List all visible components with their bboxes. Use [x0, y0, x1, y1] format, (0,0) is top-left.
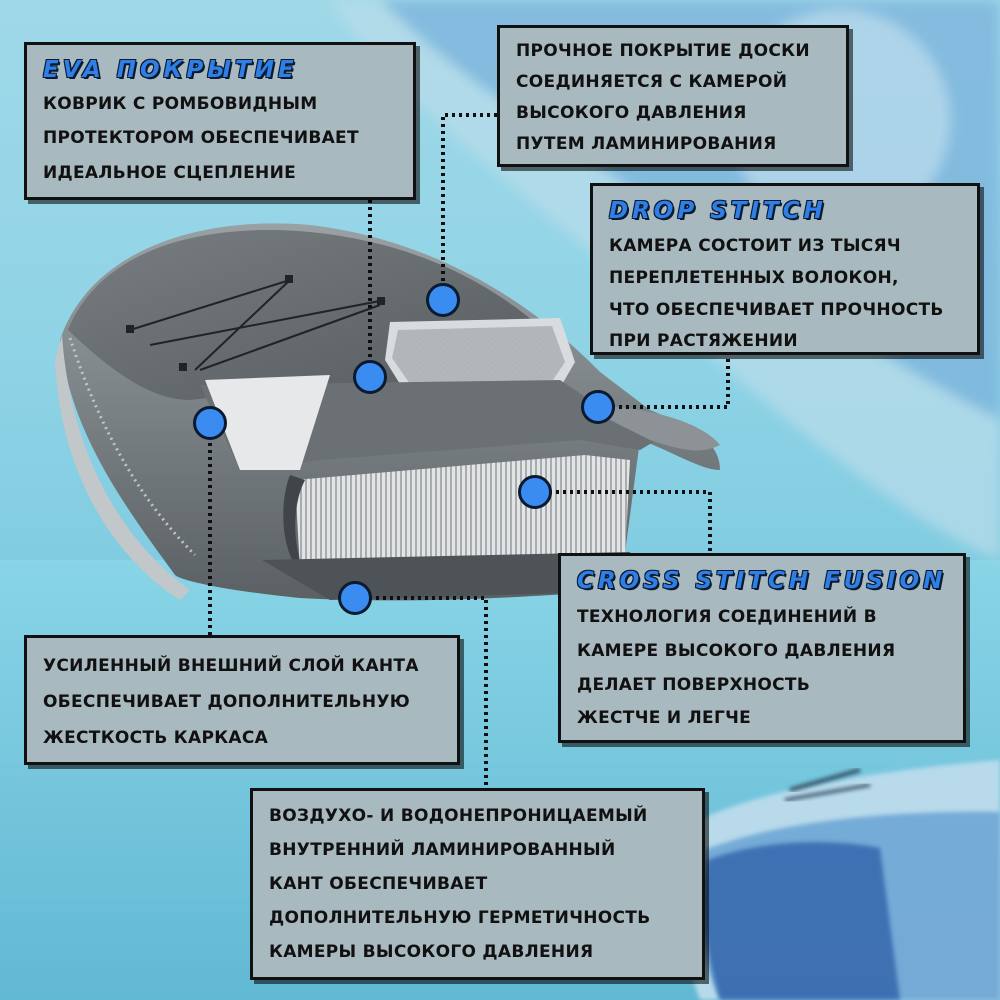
callout-rail-line: УСИЛЕННЫЙ ВНЕШНИЙ СЛОЙ КАНТА — [43, 656, 419, 676]
leader-cross-stitch — [535, 490, 712, 555]
callout-cross-stitch: Cross stitch fusion ТЕХНОЛОГИЯ СОЕДИНЕНИ… — [558, 553, 966, 743]
callout-eva-line: ПРОТЕКТОРОМ ОБЕСПЕЧИВАЕТ — [43, 128, 359, 148]
board-deck-edge — [68, 337, 197, 557]
callout-drop-stitch-line: ПЕРЕПЛЕТЕННЫХ ВОЛОКОН, — [609, 268, 899, 288]
callout-eva-line: КОВРИК С РОМБОВИДНЫМ — [43, 94, 318, 114]
callout-laminate-line: СОЕДИНЯЕТСЯ С КАМЕРОЙ — [516, 72, 788, 92]
callout-inner-rail: ВОЗДУХО- И ВОДОНЕПРОНИЦАЕМЫЙ ВНУТРЕННИЙ … — [250, 788, 705, 980]
callout-inner-rail-line: КАМЕРЫ ВЫСОКОГО ДАВЛЕНИЯ — [269, 942, 594, 962]
callout-drop-stitch: Drop stitch КАМЕРА СОСТОИТ ИЗ ТЫСЯЧ ПЕРЕ… — [590, 183, 980, 355]
marker-rail — [193, 406, 227, 440]
callout-rail: УСИЛЕННЫЙ ВНЕШНИЙ СЛОЙ КАНТА ОБЕСПЕЧИВАЕ… — [24, 635, 460, 765]
bungee-cords — [126, 275, 386, 371]
background-board-bottom — [685, 760, 1000, 1000]
callout-rail-line: ОБЕСПЕЧИВАЕТ ДОПОЛНИТЕЛЬНУЮ — [43, 692, 411, 712]
leader-drop-stitch — [598, 355, 730, 409]
callout-inner-rail-line: ВНУТРЕННИЙ ЛАМИНИРОВАННЫЙ — [269, 840, 616, 860]
callout-drop-stitch-title: Drop stitch — [609, 198, 827, 224]
callout-cross-stitch-title: Cross stitch fusion — [577, 568, 947, 594]
callout-cross-stitch-line: ДЕЛАЕТ ПОВЕРХНОСТЬ — [577, 675, 811, 695]
callout-eva-line: ИДЕАЛЬНОЕ СЦЕПЛЕНИЕ — [43, 163, 297, 183]
marker-cross-stitch — [518, 475, 552, 509]
callout-cross-stitch-line: ЖЕСТЧЕ И ЛЕГЧЕ — [577, 708, 752, 728]
callout-eva-title: EVA покрытие — [43, 57, 298, 83]
callout-inner-rail-line: ДОПОЛНИТЕЛЬНУЮ ГЕРМЕТИЧНОСТЬ — [269, 908, 651, 928]
callout-eva: EVA покрытие КОВРИК С РОМБОВИДНЫМ ПРОТЕК… — [24, 42, 416, 200]
callout-drop-stitch-line: КАМЕРА СОСТОИТ ИЗ ТЫСЯЧ — [609, 236, 901, 256]
callout-drop-stitch-line: ПРИ РАСТЯЖЕНИИ — [609, 331, 798, 351]
marker-inner-rail — [338, 581, 372, 615]
callout-inner-rail-line: КАНТ ОБЕСПЕЧИВАЕТ — [269, 874, 488, 894]
marker-laminate — [426, 283, 460, 317]
callout-laminate-line: ПРОЧНОЕ ПОКРЫТИЕ ДОСКИ — [516, 41, 810, 61]
board-rail-flare — [580, 405, 720, 451]
marker-drop-stitch — [581, 390, 615, 424]
leader-inner-rail — [355, 596, 488, 790]
leader-laminate — [441, 113, 497, 298]
callout-drop-stitch-line: ЧТО ОБЕСПЕЧИВАЕТ ПРОЧНОСТЬ — [609, 300, 944, 320]
eva-pad-inner — [392, 326, 565, 384]
callout-inner-rail-line: ВОЗДУХО- И ВОДОНЕПРОНИЦАЕМЫЙ — [269, 806, 648, 826]
board-side-rail-nose — [55, 335, 190, 600]
marker-eva — [353, 360, 387, 394]
callout-laminate: ПРОЧНОЕ ПОКРЫТИЕ ДОСКИ СОЕДИНЯЕТСЯ С КАМ… — [497, 25, 849, 167]
callout-cross-stitch-line: КАМЕРЕ ВЫСОКОГО ДАВЛЕНИЯ — [577, 641, 896, 661]
callout-laminate-line: ВЫСОКОГО ДАВЛЕНИЯ — [516, 103, 747, 123]
inner-laminated-rail — [283, 475, 305, 575]
callout-rail-line: ЖЕСТКОСТЬ КАРКАСА — [43, 728, 269, 748]
callout-laminate-line: ПУТЕМ ЛАМИНИРОВАНИЯ — [516, 134, 777, 154]
callout-cross-stitch-line: ТЕХНОЛОГИЯ СОЕДИНЕНИЙ В — [577, 607, 877, 627]
board-cut-top-light — [205, 375, 330, 470]
